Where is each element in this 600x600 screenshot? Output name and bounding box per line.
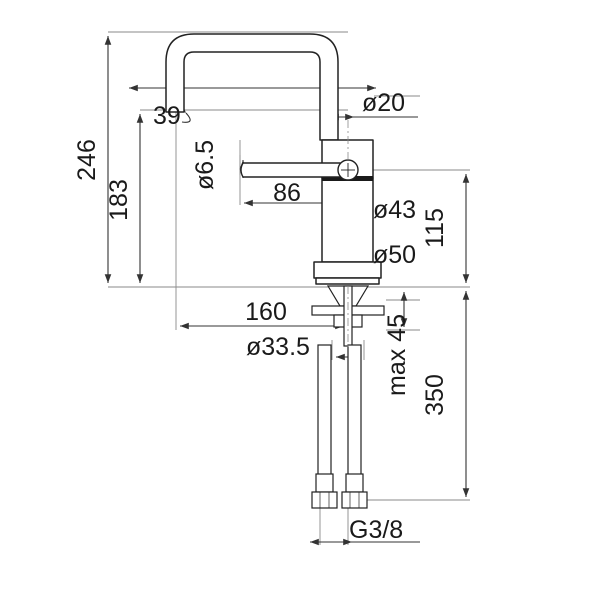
lever-bar xyxy=(240,162,349,178)
hose-left xyxy=(317,344,332,476)
hose-left-nut xyxy=(311,491,338,509)
label-thread: G3/8 xyxy=(349,516,403,544)
label-d20: ø20 xyxy=(362,89,405,117)
label-d65: ø6.5 xyxy=(191,140,219,190)
label-39: 39 xyxy=(153,102,181,130)
label-d43: ø43 xyxy=(373,196,416,224)
label-86: 86 xyxy=(273,179,301,207)
hose-right-ferrule xyxy=(345,473,364,493)
label-160: 160 xyxy=(245,298,287,326)
label-183: 183 xyxy=(105,179,133,221)
hose-left-ferrule xyxy=(315,473,334,493)
label-d335: ø33.5 xyxy=(246,333,310,361)
label-d50: ø50 xyxy=(373,241,416,269)
body-column xyxy=(321,177,374,263)
flexible-hoses xyxy=(311,344,368,509)
hose-right-nut xyxy=(341,491,368,509)
leader-39 xyxy=(177,104,191,123)
label-246: 246 xyxy=(73,139,101,181)
lever-handle xyxy=(240,159,359,181)
body-base-shim xyxy=(315,277,380,285)
label-350: 350 xyxy=(421,374,449,416)
hose-right xyxy=(347,344,362,476)
label-max45: max 45 xyxy=(383,314,411,396)
dimension-labels: 246 183 39 ø20 ø6.5 86 ø43 ø50 115 160 ø… xyxy=(73,89,449,544)
body-base-flange xyxy=(313,261,382,279)
spout-tube xyxy=(165,33,339,141)
label-115: 115 xyxy=(421,208,449,248)
